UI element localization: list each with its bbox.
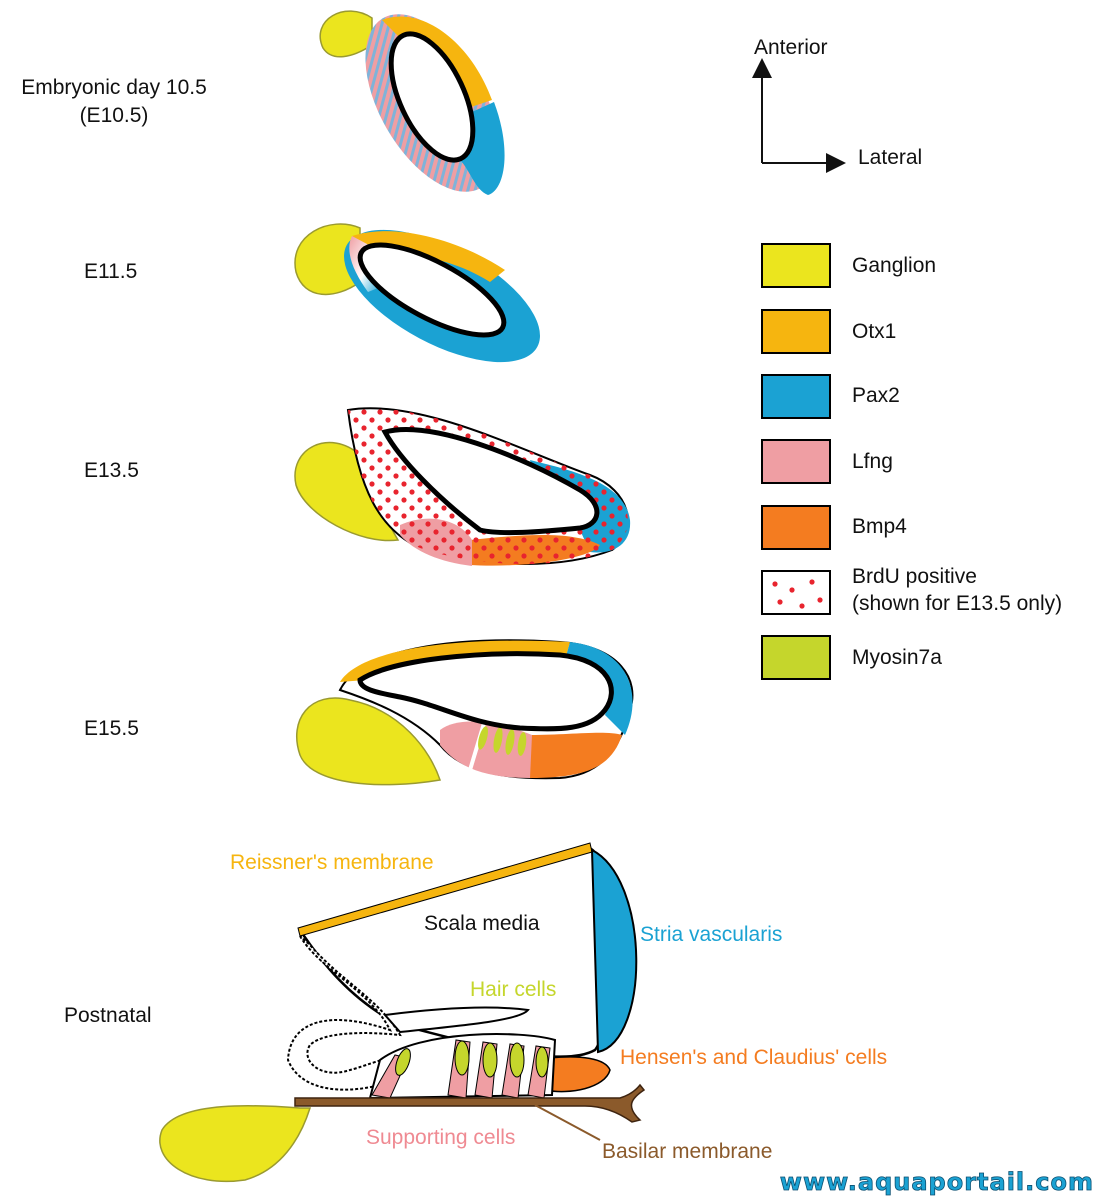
legend-label-ganglion: Ganglion	[852, 254, 936, 277]
e11-5-diagram	[294, 223, 540, 363]
lateral-label: Lateral	[858, 146, 922, 169]
legend-label-brdu: BrdU positive	[852, 565, 977, 588]
e15-ganglion	[295, 697, 441, 786]
label-stria-vascularis: Stria vascularis	[640, 923, 782, 946]
e10-5-diagram	[319, 10, 505, 195]
stage-label-e13: E13.5	[84, 459, 139, 482]
legend-swatch-pax2	[761, 374, 831, 419]
e15-lumen	[357, 651, 614, 732]
e10-ganglion	[319, 10, 373, 58]
label-basilar-membrane: Basilar membrane	[602, 1140, 772, 1163]
e15-pax2-region	[565, 642, 633, 735]
label-hensens-claudius-cells: Hensen's and Claudius' cells	[620, 1046, 887, 1069]
legend-label-myosin7a: Myosin7a	[852, 646, 942, 669]
stage-label-e10-line1: Embryonic day 10.5	[21, 76, 207, 99]
legend-swatch-brdu	[761, 570, 831, 615]
stage-label-e15: E15.5	[84, 717, 139, 740]
stage-label-e11: E11.5	[84, 260, 137, 283]
tectorial-membrane	[383, 1006, 530, 1034]
e11-lumen	[357, 242, 507, 338]
label-supporting-cells: Supporting cells	[366, 1126, 515, 1149]
legend-label-pax2: Pax2	[852, 384, 900, 407]
e15-bmp4-region	[530, 732, 622, 778]
stria-vascularis	[590, 848, 638, 1054]
e13-5-diagram	[294, 407, 631, 566]
label-reissners-membrane: Reissner's membrane	[230, 851, 434, 874]
legend-label-brdu-note: (shown for E13.5 only)	[852, 592, 1062, 615]
legend-swatch-myosin7a	[761, 635, 831, 680]
basilar-membrane	[294, 1083, 646, 1123]
postnatal-diagram	[159, 842, 646, 1183]
legend-swatch-otx1	[761, 309, 831, 354]
label-hair-cells: Hair cells	[470, 978, 556, 1001]
legend-swatch-lfng	[761, 439, 831, 484]
stage-label-e10-line2: (E10.5)	[80, 104, 149, 127]
anterior-label: Anterior	[754, 36, 828, 59]
legend-label-lfng: Lfng	[852, 450, 893, 473]
e15-myosin7a-cells	[478, 726, 527, 756]
legend: Ganglion Otx1 Pax2 Lfng Bmp4 BrdU positi…	[761, 243, 1062, 680]
watermark: www.aquaportail.com	[780, 1168, 1094, 1196]
legend-label-otx1: Otx1	[852, 320, 896, 343]
hair-cells	[395, 1040, 549, 1078]
hensens-claudius-cells	[544, 1056, 611, 1093]
e13-lumen	[381, 427, 600, 536]
e15-otx1-region	[340, 640, 570, 682]
stage-label-postnatal: Postnatal	[64, 1004, 152, 1027]
e10-lumen	[388, 31, 476, 163]
orientation-axes: Anterior Lateral	[752, 36, 922, 173]
e15-5-diagram	[295, 639, 634, 786]
postnatal-ganglion	[159, 1104, 312, 1183]
label-scala-media: Scala media	[424, 912, 540, 935]
legend-swatch-bmp4	[761, 505, 831, 550]
legend-brdu-dots	[772, 579, 823, 609]
legend-swatch-ganglion	[761, 243, 831, 288]
legend-label-bmp4: Bmp4	[852, 515, 907, 538]
e15-tunnel-line	[468, 719, 487, 771]
basilar-leader-line	[534, 1104, 601, 1141]
e11-ganglion	[294, 223, 361, 296]
